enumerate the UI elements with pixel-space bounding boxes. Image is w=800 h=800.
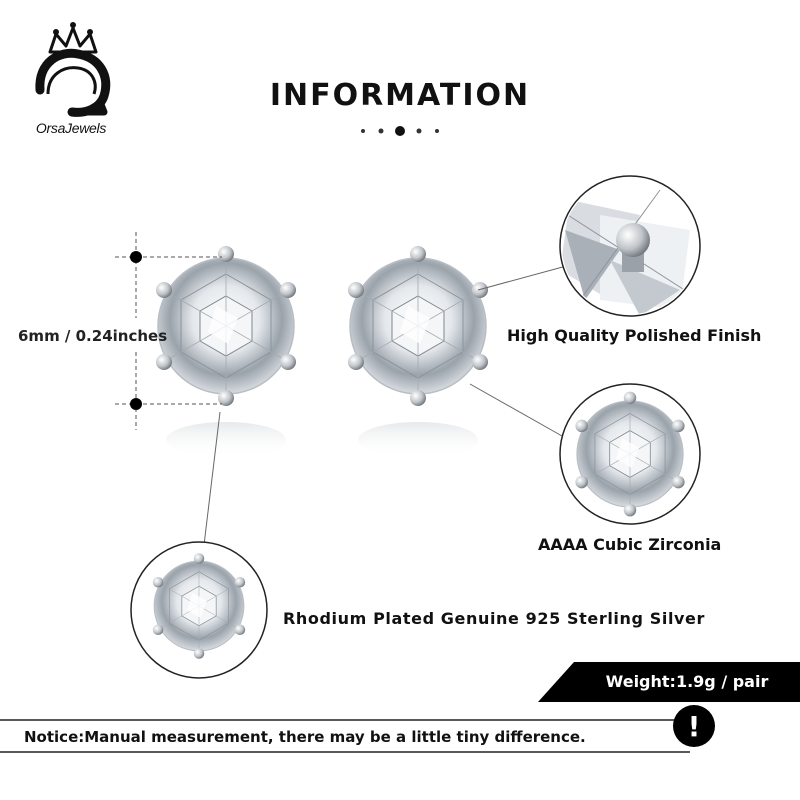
warning-icon: !	[673, 705, 715, 747]
notice-bar	[0, 719, 700, 753]
feature-silver-label: Rhodium Plated Genuine 925 Sterling Silv…	[283, 609, 705, 628]
feature-polished-label: High Quality Polished Finish	[507, 326, 762, 345]
earring-right	[347, 245, 489, 407]
brand-name: OrsaJewels	[35, 120, 107, 136]
weight-banner	[538, 662, 800, 702]
logo-letter: O	[68, 96, 76, 107]
size-label: 6mm / 0.24inches	[18, 327, 168, 345]
earring-left	[155, 245, 297, 407]
warning-symbol: !	[688, 710, 701, 743]
feature-zirconia-label: AAAA Cubic Zirconia	[538, 535, 722, 554]
notice-text: Notice:Manual measurement, there may be …	[24, 728, 586, 746]
weight-label: Weight:1.9g / pair	[605, 672, 769, 691]
page-title: INFORMATION	[269, 78, 531, 113]
title-divider-dots	[361, 126, 439, 136]
crown-logo-icon: O	[35, 22, 111, 117]
